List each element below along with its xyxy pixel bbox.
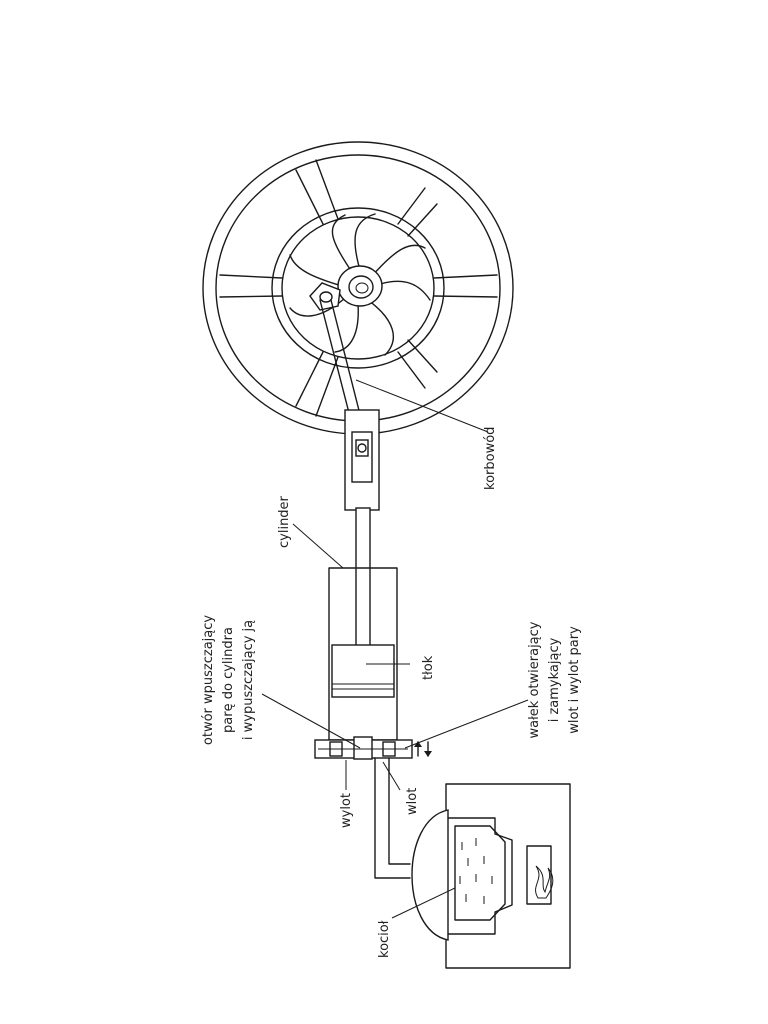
steam-pipe (374, 757, 411, 879)
label-wlot: wlot (405, 788, 420, 815)
valve-block (314, 736, 413, 760)
leader-otwor (261, 693, 361, 749)
label-walek-line1: wałek otwierający (527, 621, 542, 738)
fire-icon (535, 865, 554, 899)
leader-kociol (391, 887, 456, 919)
piston (331, 644, 395, 698)
label-kociol: kocioł (377, 920, 392, 958)
label-otwor-line3: i wypuszczający ją (241, 620, 256, 740)
piston-rod (355, 507, 371, 647)
boiler (411, 809, 552, 941)
label-cylinder: cylinder (277, 495, 292, 548)
label-otwor-line1: otwór wpuszczający (201, 615, 216, 745)
labels: korbowód cylinder otwór wpuszczający par… (201, 427, 582, 958)
label-korbowod: korbowód (483, 427, 498, 490)
label-otwor-line2: parę do cylindra (221, 627, 236, 733)
leader-wlot (382, 761, 401, 791)
label-walek-line2: i zamykający (547, 637, 562, 722)
valve-direction-arrows (414, 741, 432, 757)
leader-korbowod (355, 379, 489, 433)
flywheel (202, 141, 514, 435)
label-walek-line3: wlot i wylot pary (567, 626, 582, 734)
leader-cylinder (292, 523, 344, 569)
leader-lines (261, 379, 529, 919)
leader-walek (404, 699, 529, 749)
label-tlok: tłok (421, 655, 436, 680)
crosshead (344, 409, 380, 511)
label-wylot: wylot (339, 793, 354, 828)
